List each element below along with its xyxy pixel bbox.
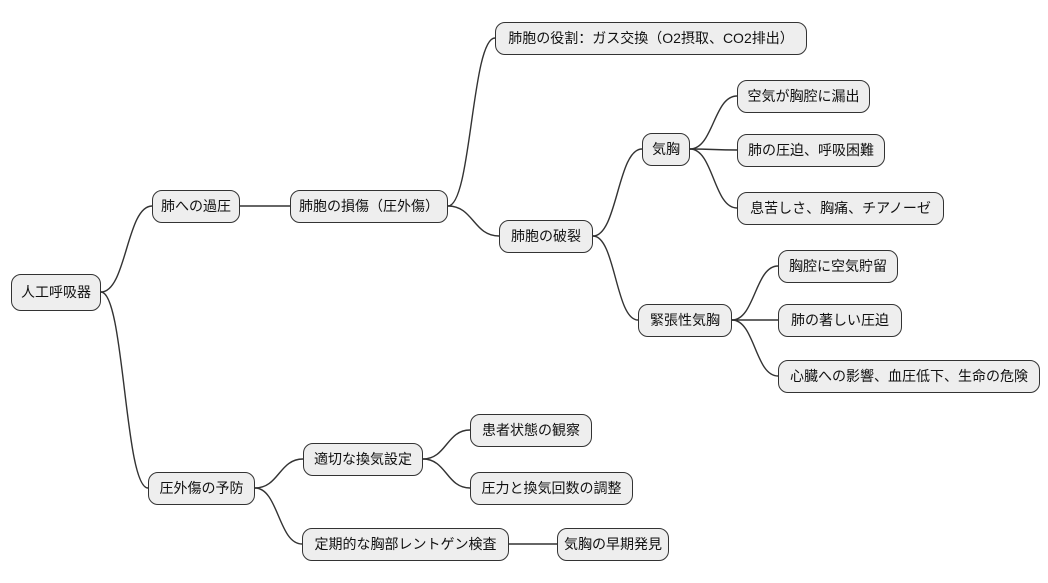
edge-alveolar-rupture-to-tension-pneumothorax <box>592 235 639 321</box>
node-air-accumulation-chest: 胸腔に空気貯留 <box>778 249 898 283</box>
node-alveoli-role-gas-exchange: 肺胞の役割：ガス交換（O2摂取、CO2排出） <box>495 21 807 55</box>
node-barotrauma-prevention: 圧外傷の予防 <box>148 471 255 505</box>
node-proper-ventilation-settings: 適切な換気設定 <box>303 442 423 476</box>
node-pneumothorax: 気胸 <box>642 132 690 166</box>
node-breathlessness-chestpain-cyanosis: 息苦しさ、胸痛、チアノーゼ <box>737 191 944 225</box>
edge-prevention-to-chest-xray <box>254 487 303 545</box>
edge-pneumothorax-to-breathlessness <box>689 148 738 209</box>
edge-tension-pneumothorax-to-air-accumulation <box>731 265 779 321</box>
edge-pneumothorax-to-air-leak <box>689 95 738 150</box>
edge-alveolar-damage-to-alveoli-role <box>447 37 496 207</box>
node-ventilator: 人工呼吸器 <box>11 273 101 311</box>
node-tension-pneumothorax: 緊張性気胸 <box>638 303 732 337</box>
node-alveolar-damage-barotrauma: 肺胞の損傷（圧外傷） <box>290 189 448 223</box>
edge-ventilation-settings-to-patient-observation <box>422 429 471 460</box>
node-pressure-rate-adjustment: 圧力と換気回数の調整 <box>470 471 633 505</box>
edge-tension-pneumothorax-to-heart-impact <box>731 319 779 377</box>
node-heart-impact-bp-drop-life-danger: 心臓への影響、血圧低下、生命の危険 <box>778 359 1040 393</box>
edge-ventilation-settings-to-pressure-adjustment <box>422 458 471 489</box>
edge-ventilator-to-barotrauma-prevention <box>100 291 149 489</box>
edge-prevention-to-ventilation-settings <box>254 458 304 489</box>
edge-alveolar-damage-to-alveolar-rupture <box>447 205 500 237</box>
node-air-leak-into-chest: 空気が胸腔に漏出 <box>737 79 870 113</box>
node-regular-chest-xray: 定期的な胸部レントゲン検査 <box>302 527 509 561</box>
node-lung-overpressure: 肺への過圧 <box>152 189 240 223</box>
edge-pneumothorax-to-lung-compression <box>689 148 738 151</box>
node-patient-condition-observation: 患者状態の観察 <box>470 413 592 447</box>
node-early-pneumothorax-detection: 気胸の早期発見 <box>557 527 669 561</box>
node-severe-lung-compression: 肺の著しい圧迫 <box>778 303 902 337</box>
node-alveolar-rupture: 肺胞の破裂 <box>499 219 593 253</box>
edge-alveolar-rupture-to-pneumothorax <box>592 148 643 237</box>
node-lung-compression-dyspnea: 肺の圧迫、呼吸困難 <box>737 133 885 167</box>
edge-ventilator-to-lung-overpressure <box>100 205 153 293</box>
